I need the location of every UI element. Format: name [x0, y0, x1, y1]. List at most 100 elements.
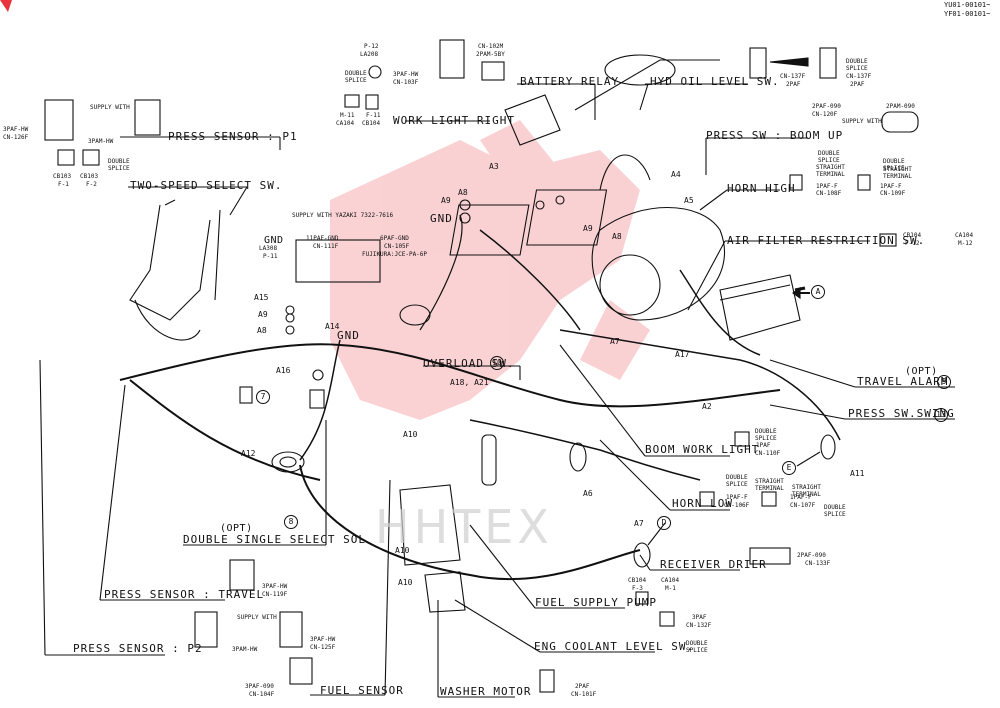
code-11paf-gnd: 11PAF-GND [306, 235, 339, 242]
label-travel-alarm-opt: (OPT) [905, 366, 938, 377]
label-fuel-sensor: FUEL SENSOR [320, 684, 404, 697]
code-yazaki: SUPPLY WITH YAZAKI 7322-7616 [292, 212, 394, 219]
code-supply-with-3: SUPPLY WITH [237, 614, 277, 621]
ref-circle-e: E [782, 461, 796, 475]
code-cn102m: CN-102M [478, 43, 504, 50]
label-fuel-supply-pump: FUEL SUPPLY PUMP [535, 596, 657, 609]
label-two-speed-select: TWO-SPEED SELECT SW. [130, 179, 283, 192]
code-f2: F-2 [86, 181, 97, 188]
code-pt-cn: CN-119F [262, 591, 288, 598]
label-press-sensor-travel: PRESS SENSOR : TRAVEL [104, 588, 265, 601]
code-cb103a: CB103 [53, 173, 72, 180]
code-cn105f: CN-105F [384, 243, 410, 250]
label-press-sensor-p2: PRESS SENSOR : P2 [73, 642, 203, 655]
label-double-single-opt: (OPT) [220, 523, 253, 534]
point-a5: A5 [684, 196, 694, 205]
code-p1-cn: CN-126F [3, 134, 29, 141]
code-cb103b: CB103 [80, 173, 99, 180]
code-hh-cn2: CN-109F [880, 190, 906, 197]
code-cn103f: CN-103F [393, 79, 419, 86]
code-m11: M-11 [340, 112, 355, 119]
label-eng-coolant-level: ENG COOLANT LEVEL SW. [534, 640, 695, 653]
code-ec-cn: CN-132F [686, 622, 712, 629]
code-p2-paf: 3PAF-HW [310, 636, 336, 643]
code-2pam090: 2PAM-090 [886, 103, 915, 110]
code-supply-with-2: SUPPLY WITH [90, 104, 130, 111]
point-a16: A16 [276, 366, 291, 375]
code-hh-cn1: CN-108F [816, 190, 842, 197]
label-travel-alarm: TRAVEL ALARM [857, 375, 949, 388]
watermark-text: HHTEX [375, 500, 553, 554]
code-af-f: F-12 [905, 240, 920, 247]
code-hl-paf1: 1PAF-F [726, 494, 748, 501]
point-a8-left: A8 [257, 326, 267, 335]
point-a9-top: A9 [441, 196, 451, 205]
code-bwl-cn: CN-110F [755, 450, 781, 457]
header-code-1: YU01-00101~ [944, 1, 991, 9]
point-a3: A3 [489, 162, 499, 171]
code-3paf-hw-top: 3PAF-HW [393, 71, 419, 78]
code-fsp-m1: M-1 [665, 585, 676, 592]
code-af-cb: CB104 [903, 232, 922, 239]
code-cn111f: CN-111F [313, 243, 339, 250]
code-double-splice-4: DOUBLE SPLICE [818, 150, 840, 164]
ref-circle-7: 7 [256, 390, 270, 404]
point-a15-top: A15 [254, 293, 269, 302]
code-ca104-top: CA104 [336, 120, 355, 127]
point-a8-mid: A8 [612, 232, 622, 241]
point-a6: A6 [583, 489, 593, 498]
code-hl-cn2: CN-107F [790, 502, 816, 509]
code-wm-cn: CN-101F [571, 691, 597, 698]
code-supply-with-1: SUPPLY WITH [842, 118, 882, 125]
code-hh-paf-2: 1PAF-F [880, 183, 902, 190]
ref-circle-a: A [811, 285, 825, 299]
code-2paf090-top: 2PAF-090 [812, 103, 841, 110]
code-fsp-cb: CB104 [628, 577, 647, 584]
code-double-splice-6: DOUBLE SPLICE [755, 428, 777, 442]
point-a18-a21: A18, A21 [450, 378, 489, 387]
code-2pam5by: 2PAM-5BY [476, 51, 505, 58]
code-fujikura: FUJIKURA:JCE-PA-6P [362, 251, 428, 258]
code-double-splice-7: DOUBLE SPLICE [726, 474, 748, 488]
code-fsp-f3: F-3 [632, 585, 643, 592]
label-air-filter: AIR FILTER RESTRICTION SW. [727, 234, 926, 247]
ref-circle-13: 13 [934, 408, 948, 422]
code-af-m: M-12 [958, 240, 973, 247]
label-washer-motor: WASHER MOTOR [440, 685, 532, 698]
code-2paf-1: 2PAF [786, 81, 801, 88]
label-gnd-battery: GND [430, 212, 453, 225]
label-overload-sw: OVERLOAD SW. [423, 357, 515, 370]
label-receiver-drier: RECEIVER DRIER [660, 558, 767, 571]
header-code-2: YF01-00101~ [944, 10, 991, 18]
code-pt-paf: 3PAF-HW [262, 583, 288, 590]
point-a9-left: A9 [258, 310, 268, 319]
code-fsp-ca: CA104 [661, 577, 680, 584]
label-double-single-select: DOUBLE SINGLE SELECT SOL [183, 533, 366, 546]
ref-circle-10: 10 [490, 356, 504, 370]
code-p12: P-12 [364, 43, 379, 50]
code-af-ca: CA104 [955, 232, 974, 239]
ref-circle-9: 9 [937, 375, 951, 389]
code-hl-cn1: CN-106F [724, 502, 750, 509]
ref-circle-8: 8 [284, 515, 298, 529]
point-a2: A2 [702, 402, 712, 411]
code-cn120f: CN-120F [812, 111, 838, 118]
code-double-splice-9: DOUBLE SPLICE [686, 640, 708, 654]
code-double-splice-5: DOUBLE SPLICE [883, 158, 905, 172]
code-cb104-top: CB104 [362, 120, 381, 127]
code-hh-paf-1: 1PAF-F [816, 183, 838, 190]
code-p1-pam: 3PAM-HW [88, 138, 114, 145]
code-gnd-p11: P-11 [263, 253, 278, 260]
code-double-splice-2: DOUBLE SPLICE [846, 58, 868, 72]
label-press-sensor-p1: PRESS SENSOR : P1 [168, 130, 298, 143]
label-hyd-oil-level: HYD OIL LEVEL SW. [650, 75, 780, 88]
code-6paf-gnd: 6PAF-GND [380, 235, 409, 242]
code-p2-cn: CN-125F [310, 644, 336, 651]
code-bwl-paf: 1PAF [756, 442, 771, 449]
label-work-light-right: WORK LIGHT RIGHT [393, 114, 515, 127]
code-straight-terminal-1: STRAIGHT TERMINAL [816, 164, 845, 178]
point-a10-low: A10 [398, 578, 413, 587]
point-a11: A11 [850, 469, 865, 478]
